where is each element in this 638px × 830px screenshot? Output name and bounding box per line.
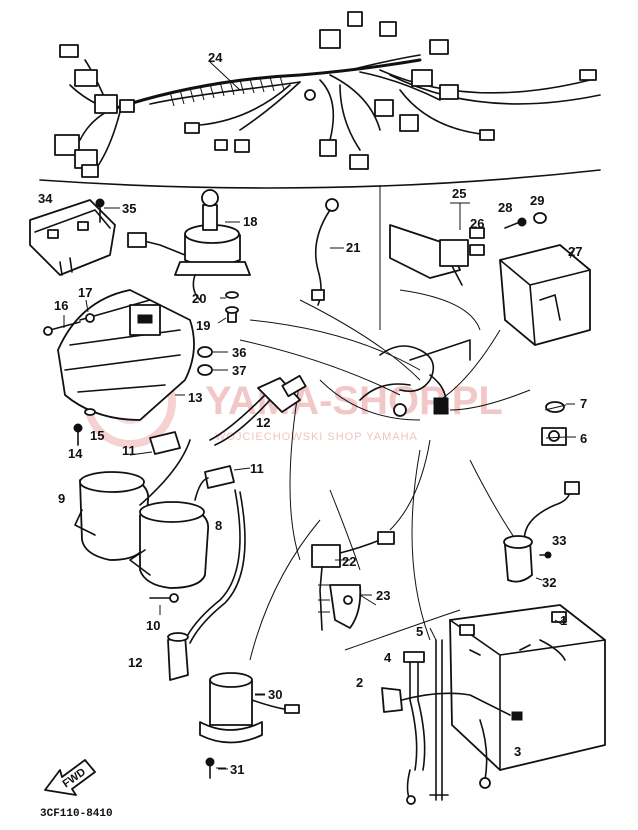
part-12-plug-leads: [167, 374, 307, 681]
part-32-33-unit: [503, 481, 580, 583]
callout-31: 31: [230, 762, 244, 777]
part-13-cdi-unit: [57, 289, 195, 421]
callout-36: 36: [232, 345, 246, 360]
callout-19: 19: [196, 318, 210, 333]
callout-37: 37: [232, 363, 246, 378]
callout-8: 8: [215, 518, 222, 533]
callout-11b: 11: [250, 461, 264, 476]
callout-5: 5: [416, 624, 423, 639]
callout-2: 2: [356, 675, 363, 690]
callout-34: 34: [38, 191, 53, 206]
part-28-29-fasteners: [504, 212, 547, 229]
part-9-ignition-coil: [74, 431, 191, 561]
diagram-code: 3CF110-8410: [40, 808, 113, 820]
part-25-26-relay: [389, 202, 485, 286]
part-34-rectifier: [29, 198, 118, 276]
callout-35: 35: [122, 201, 136, 216]
callout-28: 28: [498, 200, 512, 215]
part-11-connectors: [129, 451, 251, 471]
part-6-7-sensor: [541, 401, 576, 446]
callout-25: 25: [452, 186, 466, 201]
part-22-switch: [311, 531, 395, 631]
part-30-unit: [199, 672, 300, 744]
callout-16: 16: [54, 298, 68, 313]
callout-20: 20: [192, 291, 206, 306]
callout-21: 21: [346, 240, 360, 255]
part-36-37-fasteners: [197, 346, 228, 376]
part-19-20-fasteners: [217, 291, 239, 324]
callout-4: 4: [384, 650, 392, 665]
callout-18: 18: [243, 214, 257, 229]
callout-13: 13: [188, 390, 202, 405]
part-1-battery: [449, 604, 606, 771]
part-31-bolt: [205, 757, 226, 779]
wire-harness: [39, 11, 601, 189]
part-23-bracket: [329, 584, 372, 629]
connection-lines: [239, 185, 531, 661]
part-18-main-switch: [127, 189, 251, 301]
callout-6: 6: [580, 431, 587, 446]
callout-17: 17: [78, 285, 92, 300]
callout-1: 1: [560, 613, 567, 628]
callout-9: 9: [58, 491, 65, 506]
callouts: 1 2 3 4 5 6 7 8 9 10 11 11 12 12 13 14 1…: [38, 50, 587, 777]
callout-15: 15: [90, 428, 104, 443]
callout-10: 10: [146, 618, 160, 633]
part-2-3-4-5-cables: [381, 627, 511, 805]
watermark-sub: WOJCIECHOWSKI SHOP YAMAHA: [215, 431, 418, 443]
callout-14: 14: [68, 446, 83, 461]
callout-27: 27: [568, 244, 582, 259]
callout-22: 22: [342, 554, 356, 569]
part-16-17-fasteners: [43, 299, 95, 336]
part-14-15-fasteners: [73, 408, 96, 446]
part-10-bolt: [149, 593, 179, 615]
callout-24: 24: [208, 50, 223, 65]
part-27-flasher: [499, 244, 591, 346]
callout-26: 26: [470, 216, 484, 231]
fwd-arrow-icon: FWD: [44, 759, 96, 796]
callout-32: 32: [542, 575, 556, 590]
callout-12a: 12: [256, 415, 270, 430]
callout-11a: 11: [122, 443, 136, 458]
callout-29: 29: [530, 193, 544, 208]
callout-30: 30: [268, 687, 282, 702]
callout-33: 33: [552, 533, 566, 548]
callout-7: 7: [580, 396, 587, 411]
frame-silhouette: [359, 339, 471, 417]
callout-23: 23: [376, 588, 390, 603]
callout-3: 3: [514, 744, 521, 759]
callout-12b: 12: [128, 655, 142, 670]
part-8-ignition-coil: [129, 465, 235, 589]
callout-leaders: [104, 61, 567, 770]
part-21-lead: [311, 198, 344, 306]
